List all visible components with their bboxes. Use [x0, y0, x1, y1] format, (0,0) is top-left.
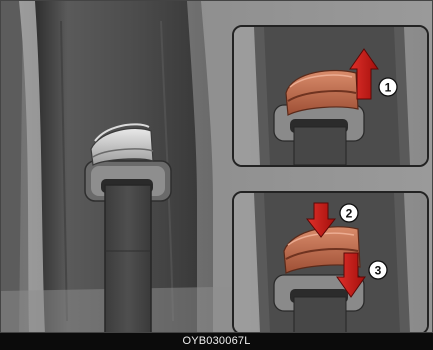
svg-text:3: 3	[375, 264, 382, 278]
seatbelt-height-adjuster-illustration: 1 2 3	[0, 0, 433, 333]
svg-text:2: 2	[346, 207, 353, 221]
callout-3: 3	[369, 261, 387, 279]
callout-2: 2	[340, 204, 358, 222]
callout-layer: 1 2 3	[1, 1, 433, 333]
figure-caption: OYB030067L	[0, 335, 433, 348]
callout-1: 1	[379, 78, 397, 96]
svg-text:1: 1	[385, 81, 392, 95]
